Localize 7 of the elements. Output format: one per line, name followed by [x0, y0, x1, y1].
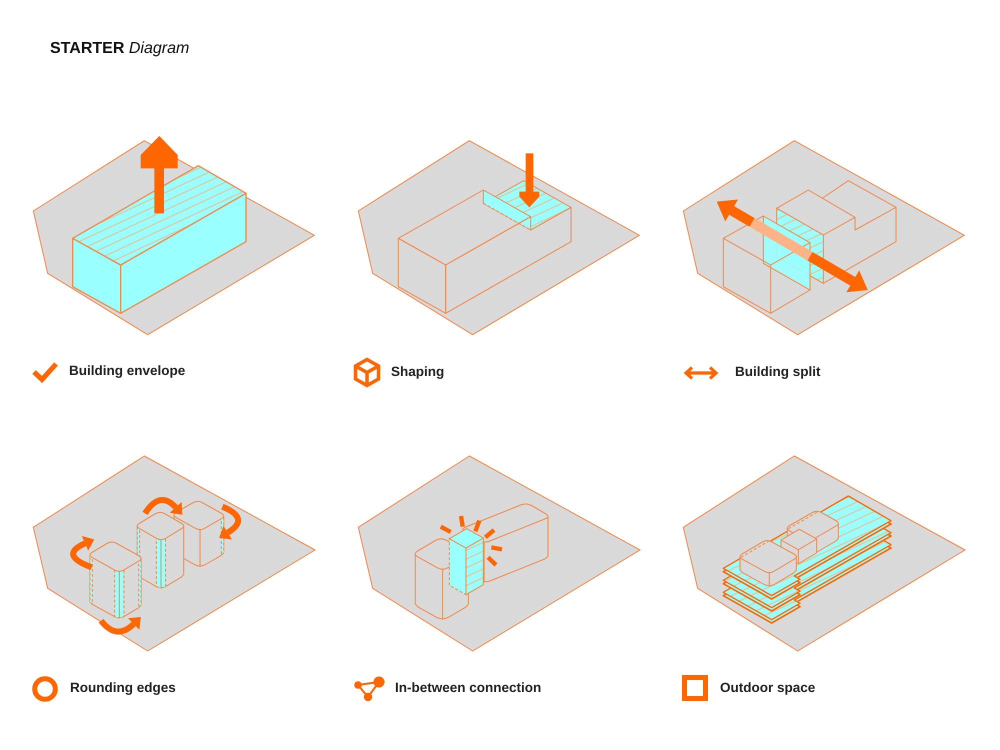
- panel-caption: Shaping: [391, 364, 444, 380]
- panel-caption: Building split: [735, 364, 820, 380]
- panel-caption: Outdoor space: [720, 680, 816, 696]
- panel-caption: In-between connection: [395, 680, 542, 696]
- panel-caption: Rounding edges: [70, 680, 176, 696]
- diagram-title: STARTER Diagram: [50, 39, 190, 59]
- panel-caption: Building envelope: [69, 363, 186, 379]
